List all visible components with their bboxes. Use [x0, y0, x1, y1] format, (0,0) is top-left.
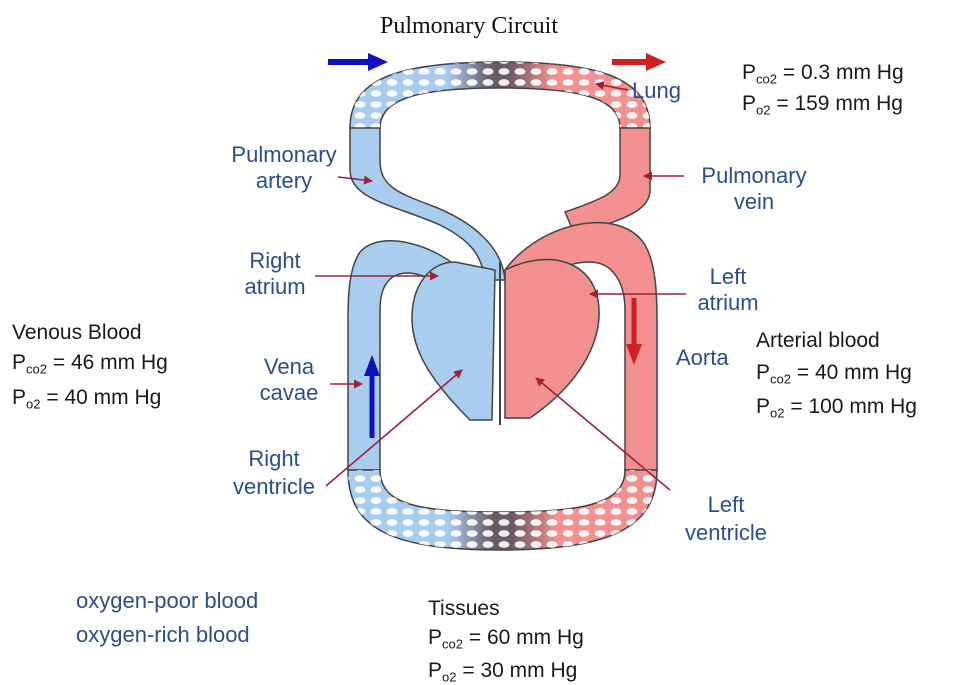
label-left-ventricle: Left ventricle [666, 494, 786, 544]
arterial-heading: Arterial blood [756, 330, 880, 351]
venous-pco2: Pco2 = 46 mm Hg [12, 352, 168, 376]
label-aorta: Aorta [676, 347, 729, 369]
arterial-pco2: Pco2 = 40 mm Hg [756, 362, 912, 386]
label-vena-cavae: Vena cavae [244, 356, 334, 404]
tissues-pco2: Pco2 = 60 mm Hg [428, 627, 584, 651]
label-right-ventricle: Right ventricle [214, 448, 334, 498]
label-lung: Lung [632, 80, 681, 102]
heart-left-side [505, 260, 599, 418]
arterial-po2: Po2 = 100 mm Hg [756, 396, 917, 420]
heart-right-side [412, 262, 495, 420]
page-title: Pulmonary Circuit [380, 14, 558, 38]
legend-oxygen-rich: oxygen-rich blood [76, 624, 250, 646]
pulmonary-vein [565, 128, 650, 235]
venous-heading: Venous Blood [12, 322, 142, 343]
venous-po2: Po2 = 40 mm Hg [12, 387, 161, 411]
flow-arrow-red-top-icon [612, 53, 666, 71]
lung-capillary-bed [350, 62, 650, 128]
label-left-atrium: Left atrium [678, 266, 778, 314]
tissue-capillary-bed [348, 470, 657, 550]
label-right-atrium: Right atrium [225, 250, 325, 298]
label-pulmonary-artery: Pulmonary artery [214, 144, 354, 192]
label-pulmonary-vein: Pulmonary vein [684, 165, 824, 213]
flow-arrow-blue-top-icon [328, 53, 388, 71]
legend-oxygen-poor: oxygen-poor blood [76, 590, 258, 612]
tissues-po2: Po2 = 30 mm Hg [428, 660, 577, 684]
tissues-heading: Tissues [428, 598, 500, 619]
lung-po2: Po2 = 159 mm Hg [742, 93, 903, 117]
pointer-right-ventricle [326, 370, 462, 486]
lung-pco2: Pco2 = 0.3 mm Hg [742, 62, 904, 86]
